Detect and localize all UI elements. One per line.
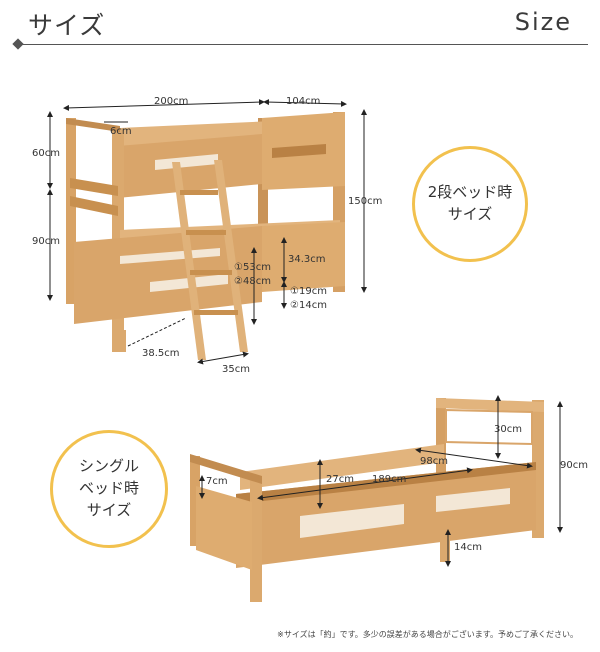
section-title-jp: サイズ: [28, 11, 106, 40]
section-title-en: Size: [514, 8, 572, 36]
dim-single-floor-clear: 14cm: [454, 542, 482, 553]
dim-bunk-lower-height: 90cm: [32, 236, 60, 247]
bunk-label-line2: サイズ: [447, 205, 493, 223]
dim-bunk-width: 104cm: [286, 96, 321, 107]
single-bed-size-label: シングル ベッド時 サイズ: [50, 430, 168, 548]
dim-single-total-height: 90cm: [560, 460, 588, 471]
dim-single-width: 98cm: [420, 456, 448, 467]
single-label-line3: サイズ: [86, 500, 132, 519]
single-label-line2: ベッド時: [78, 479, 139, 498]
dim-bunk-floor-clear-1: ①19cm: [290, 286, 327, 297]
dim-bunk-upper-height: 60cm: [32, 148, 60, 159]
dim-bunk-ladder-width: 35cm: [222, 364, 250, 375]
dim-bunk-inner-height: 34.3cm: [288, 254, 326, 265]
size-disclaimer-note: ※サイズは「約」です。多少の誤差がある場合がございます。予めご了承ください。: [277, 630, 578, 639]
single-label-line1: シングル: [78, 457, 139, 476]
bunk-label-line1: 2段ベッド時: [427, 183, 513, 202]
dim-bunk-total-height: 150cm: [348, 196, 383, 207]
dim-single-rail-height: 27cm: [326, 474, 354, 485]
dim-single-length: 189cm: [372, 474, 407, 485]
dim-bunk-rail-height-1: ①53cm: [234, 262, 271, 273]
dim-bunk-rail-height-2: ②48cm: [234, 276, 271, 287]
header-divider: [22, 44, 588, 45]
dim-bunk-ladder-offset: 38.5cm: [142, 348, 180, 359]
dim-single-head-panel: 30cm: [494, 424, 522, 435]
single-bed-drawing: [190, 395, 563, 602]
dim-bunk-length: 200cm: [154, 96, 189, 107]
dim-single-foot-gap: 7cm: [206, 476, 228, 487]
bunk-bed-drawing: [47, 99, 367, 365]
dim-bunk-floor-clear-2: ②14cm: [290, 300, 327, 311]
bunk-bed-size-label: 2段ベッド時 サイズ: [412, 146, 528, 262]
section-header: サイズ Size: [0, 0, 600, 52]
dim-bunk-rail-gap: 6cm: [110, 126, 132, 137]
